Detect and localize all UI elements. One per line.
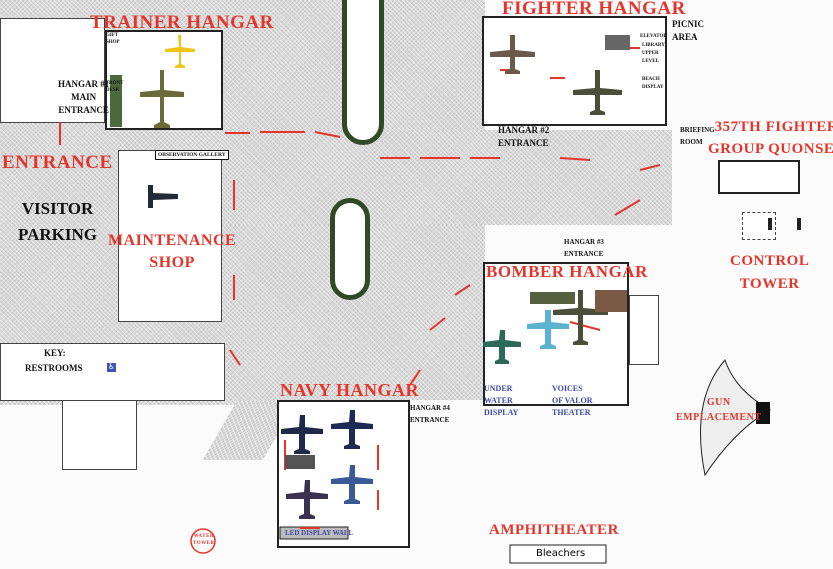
vv-line-2: OF VALOR bbox=[552, 396, 593, 405]
landscape-oval-north bbox=[342, 0, 384, 145]
bomber-hangar-label: Bomber Hangar bbox=[486, 262, 648, 281]
navy-hangar-label: Navy Hangar bbox=[280, 380, 420, 400]
quonset-label: 357th Fighter Group Quonset bbox=[708, 116, 833, 160]
front-desk-label: FRONT DESK bbox=[106, 81, 124, 93]
briefing-line-1: BRIEFING bbox=[680, 126, 715, 134]
elevator-label: ELEVATOR bbox=[640, 34, 667, 39]
visitor-line-1: VISITOR bbox=[21, 199, 94, 218]
visitor-parking-label: VISITOR PARKING bbox=[18, 196, 97, 248]
uw-line-2: WATER bbox=[484, 396, 513, 405]
picnic-line-2: AREA bbox=[672, 32, 698, 42]
quonset-line-2: Group Quonset bbox=[708, 141, 833, 157]
picnic-area-label: PICNIC AREA bbox=[672, 18, 704, 44]
quonset-building[interactable] bbox=[718, 160, 800, 194]
water-tower-label: WATER TOWER bbox=[193, 533, 215, 547]
key-label: KEY: bbox=[44, 348, 66, 358]
lobby-building bbox=[0, 18, 105, 123]
south-building bbox=[62, 400, 137, 470]
beach-line-1: BEACH bbox=[642, 77, 660, 82]
bleachers-label: Bleachers bbox=[536, 548, 586, 559]
vv-line-1: VOICES bbox=[552, 384, 583, 393]
hangar2-entrance-label: HANGAR #2 ENTRANCE bbox=[498, 124, 549, 150]
h4-line-2: ENTRANCE bbox=[410, 416, 450, 424]
hangar4-entrance-label: HANGAR #4 ENTRANCE bbox=[410, 402, 450, 426]
underwater-display-label: UNDER WATER DISPLAY bbox=[484, 383, 518, 419]
amphitheater-label: Amphitheater bbox=[489, 522, 619, 538]
briefing-line-2: ROOM bbox=[680, 138, 703, 146]
library-line-3: LEVEL bbox=[642, 59, 659, 64]
observation-gallery-label: OBSERVATION GALLERY bbox=[155, 150, 229, 160]
h3-line-2: ENTRANCE bbox=[564, 250, 604, 258]
library-label: LIBRARY UPPER LEVEL bbox=[642, 42, 665, 66]
h1-line-3: ENTRANCE bbox=[58, 105, 109, 115]
uw-line-1: UNDER bbox=[484, 384, 513, 393]
trainer-hangar[interactable] bbox=[105, 30, 223, 130]
h4-line-1: HANGAR #4 bbox=[410, 404, 450, 412]
h1-line-1: HANGAR #1 bbox=[58, 79, 110, 89]
gift-shop-label: GIFT SHOP bbox=[106, 33, 120, 45]
water-line-1: WATER bbox=[193, 534, 215, 539]
uw-line-3: DISPLAY bbox=[484, 408, 519, 417]
briefing-room-label: BRIEFING ROOM bbox=[680, 124, 715, 148]
restroom-accessibility-icon: ♿ bbox=[107, 362, 116, 371]
gun-line-1: Gun bbox=[706, 397, 731, 408]
h2-line-1: HANGAR #2 bbox=[498, 125, 550, 135]
beach-line-2: DISPLAY bbox=[642, 85, 664, 90]
bomber-annex bbox=[629, 295, 659, 365]
maintenance-line-2: Shop bbox=[149, 254, 195, 271]
key-building bbox=[0, 343, 225, 401]
gun-line-2: Emplacement bbox=[676, 412, 762, 423]
gun-emplacement-label: Gun Emplacement bbox=[676, 395, 762, 425]
control-line-1: Control bbox=[730, 253, 810, 269]
hangar3-entrance-label: HANGAR #3 ENTRANCE bbox=[564, 236, 604, 260]
entrance-label: Entrance bbox=[2, 152, 113, 173]
landscape-oval-south bbox=[330, 198, 370, 300]
vv-line-3: THEATER bbox=[552, 408, 591, 417]
hangar1-entrance-label: HANGAR #1 MAIN ENTRANCE bbox=[58, 78, 109, 117]
main-road bbox=[220, 130, 672, 225]
fighter-hangar-label: Fighter Hangar bbox=[502, 0, 686, 19]
control-line-2: Tower bbox=[739, 276, 800, 292]
visitor-line-2: PARKING bbox=[18, 225, 98, 244]
voices-of-valor-label: VOICES OF VALOR THEATER bbox=[552, 383, 593, 419]
library-line-1: LIBRARY bbox=[642, 43, 665, 48]
restrooms-label: RESTROOMS bbox=[25, 363, 83, 373]
h1-line-2: MAIN bbox=[71, 92, 97, 102]
maintenance-building[interactable] bbox=[118, 150, 222, 322]
water-line-2: TOWER bbox=[193, 541, 215, 546]
h3-line-1: HANGAR #3 bbox=[564, 238, 604, 246]
h2-line-2: ENTRANCE bbox=[498, 138, 549, 148]
library-line-2: UPPER bbox=[642, 51, 659, 56]
quonset-line-1: 357th Fighter bbox=[714, 119, 833, 135]
control-tower-building[interactable] bbox=[742, 212, 776, 240]
trainer-hangar-label: Trainer Hangar bbox=[90, 12, 274, 33]
maintenance-shop-label: Maintenance Shop bbox=[108, 230, 236, 274]
navy-hangar[interactable] bbox=[277, 400, 410, 548]
led-display-wall-label: LED DISPLAY WALL bbox=[285, 529, 354, 537]
control-tower-label: Control Tower bbox=[730, 250, 809, 296]
beach-display-label: BEACH DISPLAY bbox=[642, 76, 664, 92]
picnic-line-1: PICNIC bbox=[672, 19, 705, 29]
maintenance-line-1: Maintenance bbox=[108, 232, 237, 249]
